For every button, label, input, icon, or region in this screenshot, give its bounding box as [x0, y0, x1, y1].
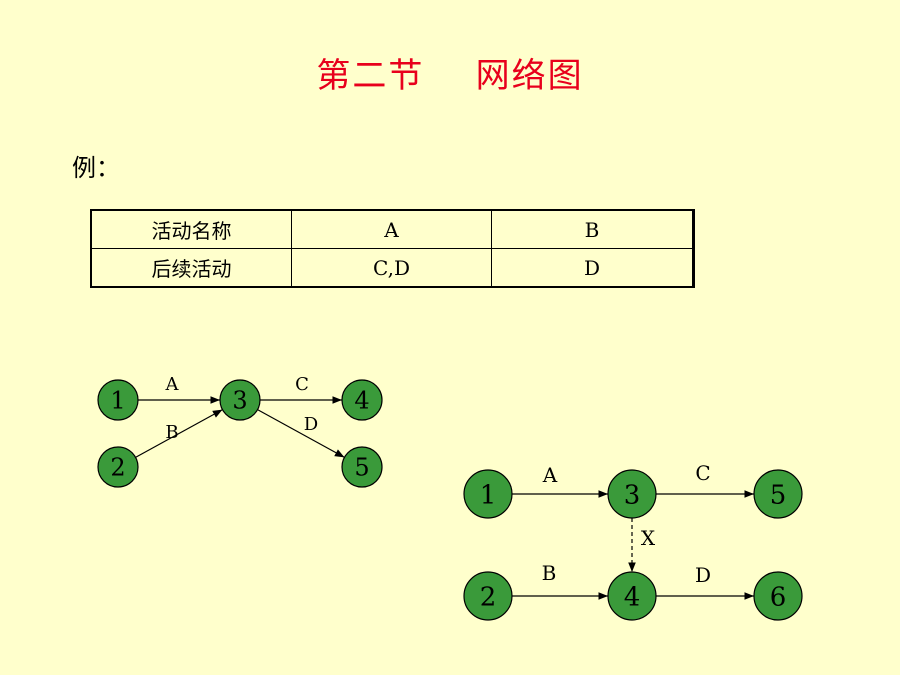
activity-label: B: [542, 561, 557, 585]
event-node-label: 3: [232, 387, 247, 415]
event-node: [341, 379, 383, 421]
example-label: 例：: [72, 154, 120, 182]
event-node-label: 2: [480, 582, 497, 612]
event-node: [97, 446, 139, 488]
activity-arrow: [257, 409, 345, 458]
event-node-label: 4: [624, 582, 641, 612]
event-node: [753, 469, 803, 519]
event-node-label: 5: [770, 480, 787, 510]
network-diagram-right: A C X B D 1 2 3 4 5 6: [463, 461, 803, 621]
table-row: 后续活动 C,D D: [90, 248, 694, 288]
event-node-label: 3: [624, 480, 641, 510]
event-node: [463, 469, 513, 519]
activity-label: C: [295, 374, 309, 395]
activity-label: B: [165, 422, 178, 443]
activity-label: A: [165, 374, 180, 395]
table-cell: A: [291, 209, 492, 249]
activity-label: C: [695, 461, 710, 485]
table-cell: 后续活动: [90, 248, 292, 288]
event-node: [463, 571, 513, 621]
activity-label: X: [641, 526, 656, 550]
event-node-label: 5: [354, 454, 369, 482]
event-node: [753, 571, 803, 621]
event-node-label: 1: [480, 480, 497, 510]
event-node-label: 1: [110, 387, 125, 415]
network-diagram-left: A B CD 1 2 3 4 5: [97, 374, 383, 488]
activity-label: D: [304, 414, 318, 435]
event-node: [341, 446, 383, 488]
event-node: [219, 379, 261, 421]
event-node: [607, 469, 657, 519]
activity-arrow: [135, 409, 223, 458]
event-node-label: 6: [770, 582, 787, 612]
activity-label: A: [542, 463, 558, 487]
table-cell: D: [491, 248, 694, 288]
table-cell: C,D: [291, 248, 492, 288]
event-node-label: 4: [354, 387, 369, 415]
page-title: 第二节 网络图: [316, 56, 584, 96]
event-node: [607, 571, 657, 621]
activity-table: 活动名称 A B 后续活动 C,D D: [90, 209, 695, 288]
event-node-label: 2: [110, 454, 125, 482]
activity-label: D: [695, 563, 711, 587]
event-node: [97, 379, 139, 421]
